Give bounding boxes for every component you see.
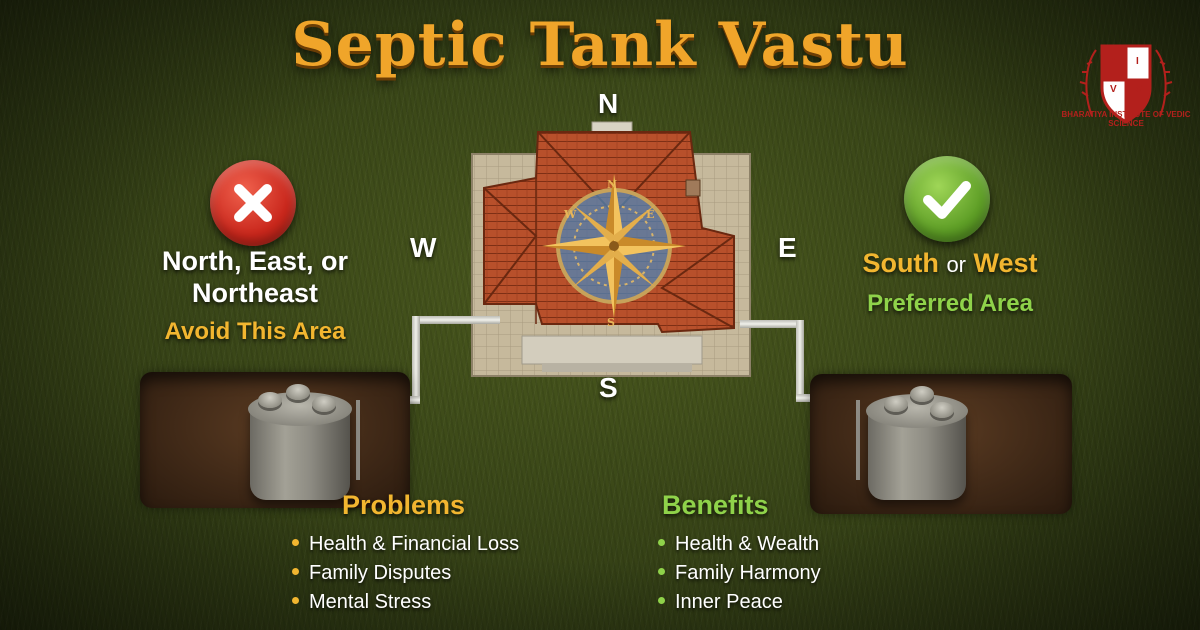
list-item: Health & Wealth [658,530,821,559]
bullet-icon [292,597,299,605]
bullet-icon [292,568,299,576]
compass-rose-letter-w: W [564,208,577,221]
logo-letter-s: S [1136,84,1143,95]
preferred-connector: or [946,252,966,277]
preferred-directions: South or West [830,248,1070,279]
list-item: Mental Stress [292,588,519,617]
bullet-icon [658,539,665,547]
bullet-icon [292,539,299,547]
benefits-heading: Benefits [662,490,769,520]
direction-north-label: N [598,88,619,119]
logo-letter-b: B [1110,56,1118,67]
left-tank-lid [312,396,336,412]
right-vent-pole [856,400,860,480]
right-tank-lid [884,396,908,412]
avoid-directions-line2: Northeast [191,278,319,308]
logo-caption: BHARATIYA INSTITUTE OF VEDIC SCIENCE [1061,110,1191,128]
bullet-icon [658,597,665,605]
problems-list: Health & Financial Loss Family Disputes … [292,530,519,617]
avoid-badge [210,160,296,246]
bullet-icon [658,568,665,576]
compass-rose-letter-n: N [607,178,618,191]
avoid-directions-line1: North, East, or [161,246,349,276]
cross-icon [234,184,272,222]
compass-rose-letter-s: S [607,316,615,329]
direction-east-label: E [778,232,797,263]
right-tank-lid [930,402,954,418]
left-tank-lid [286,384,310,400]
right-tank-lid [910,386,934,402]
problems-heading: Problems [342,490,466,520]
right-pipe-horizontal-top [740,320,804,328]
list-item: Inner Peace [658,588,821,617]
page-title: Septic Tank Vastu [291,10,909,80]
left-pipe-vertical [412,316,420,402]
left-pipe-horizontal-top [414,316,500,324]
left-tank-lid [258,392,282,408]
avoid-caption: Avoid This Area [164,318,346,345]
list-item: Family Disputes [292,559,519,588]
benefits-list: Health & Wealth Family Harmony Inner Pea… [658,530,821,617]
preferred-direction-west: West [973,248,1038,278]
preferred-caption: Preferred Area [867,290,1033,317]
compass-rose-letter-e: E [646,208,655,221]
logo-letter-i: I [1136,56,1139,67]
list-item: Health & Financial Loss [292,530,519,559]
left-vent-pole [356,400,360,480]
right-pipe-vertical [796,320,804,400]
preferred-badge [904,156,990,242]
check-icon [923,181,971,219]
logo-letter-v: V [1110,84,1117,95]
institute-logo [1079,44,1173,124]
house-aerial-illustration [471,121,751,377]
preferred-direction-south: South [862,248,939,278]
direction-south-label: S [599,372,618,403]
list-item: Family Harmony [658,559,821,588]
direction-west-label: W [410,232,437,263]
